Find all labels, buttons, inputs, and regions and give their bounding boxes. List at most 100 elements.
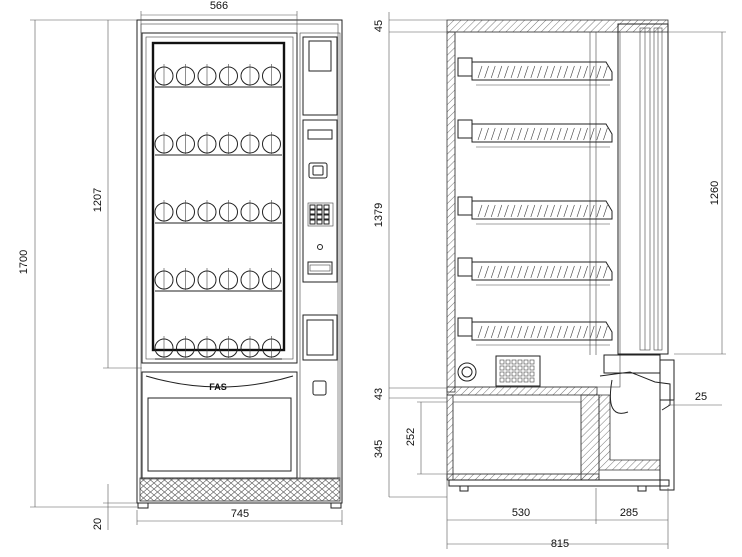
board-grid — [499, 359, 535, 383]
board-cell — [523, 371, 529, 377]
spiral-turn — [497, 265, 503, 279]
spiral-turn — [576, 127, 582, 141]
dim-lower-height: 345 — [373, 440, 385, 458]
board-cell — [499, 371, 505, 377]
spiral-turn — [530, 265, 536, 279]
board-cell — [505, 371, 511, 377]
side-base-rail — [448, 479, 670, 487]
front-foot-left — [137, 502, 149, 509]
spiral-turn — [556, 65, 562, 79]
spiral-turn — [589, 325, 595, 339]
coin-return-button — [317, 244, 323, 250]
rear-wall — [446, 31, 456, 393]
spiral-turn — [537, 65, 542, 79]
mid-divider — [446, 386, 598, 396]
spiral-turn — [517, 65, 522, 79]
spiral-turn — [517, 127, 522, 141]
side-shelves — [457, 57, 613, 346]
glass-door — [141, 32, 298, 364]
spiral-turn — [497, 127, 503, 141]
front-kick-panel — [659, 399, 675, 491]
spiral-turn — [543, 204, 549, 218]
spiral-turn — [530, 65, 536, 79]
spiral-turn — [583, 204, 588, 218]
side-foot-rear — [459, 485, 469, 492]
board-cell — [523, 377, 529, 383]
spiral-turn — [550, 65, 555, 79]
keypad-key — [309, 219, 316, 225]
spiral-turn — [589, 204, 595, 218]
delivery-flap-curve — [145, 375, 294, 388]
keypad-key — [316, 209, 323, 215]
board-cell — [511, 359, 517, 365]
board-cell — [517, 371, 523, 377]
spiral-turn — [523, 265, 529, 279]
lower-front-wall — [580, 394, 600, 481]
side-view — [446, 19, 675, 492]
board-cell — [505, 359, 511, 365]
front-cabinet — [136, 19, 343, 504]
side-foot-front — [637, 485, 647, 492]
spiral-turn — [570, 204, 575, 218]
spiral-turn — [543, 65, 549, 79]
spiral-turn — [497, 325, 503, 339]
spiral-turn — [477, 65, 483, 79]
note-slot — [309, 264, 331, 272]
spiral-turn — [504, 265, 509, 279]
bottom-grille — [139, 477, 341, 502]
spiral-turn — [517, 325, 522, 339]
keypad — [307, 202, 334, 227]
spiral-turn — [583, 265, 588, 279]
keypad-key — [309, 214, 316, 220]
upper-display-panel — [302, 36, 338, 116]
spiral-turn — [596, 325, 602, 339]
keypad-key — [323, 214, 330, 220]
lower-rear-wall — [446, 394, 454, 481]
spiral-turn — [530, 204, 536, 218]
dim-top-width: 566 — [210, 0, 228, 12]
spiral-turn — [477, 127, 483, 141]
delivery-bin — [598, 394, 661, 471]
spiral-turn — [543, 265, 549, 279]
keypad-key — [316, 214, 323, 220]
spiral-turn — [583, 65, 588, 79]
spiral-turn — [603, 204, 608, 218]
delivery-opening — [147, 397, 292, 472]
spiral-turn — [530, 127, 536, 141]
board-cell — [517, 365, 523, 371]
keypad-key — [309, 204, 316, 210]
dim-mid-offset: 43 — [373, 388, 385, 400]
control-column — [299, 32, 341, 479]
spiral-turn — [589, 65, 595, 79]
spiral-turn — [484, 65, 489, 79]
dim-depth-inner: 530 — [512, 507, 530, 519]
note-acceptor — [307, 261, 333, 275]
spiral-turn — [510, 204, 516, 218]
spiral-turn — [510, 65, 516, 79]
spiral-turn — [484, 265, 489, 279]
spiral-turn — [596, 65, 602, 79]
spiral-turn — [550, 127, 555, 141]
motor — [457, 362, 477, 382]
flap-housing — [603, 354, 661, 374]
door-profile — [617, 23, 669, 355]
spiral-turn — [497, 65, 503, 79]
spiral-turn — [517, 204, 522, 218]
spiral-turn — [484, 127, 489, 141]
shelf-tray — [471, 200, 613, 220]
spiral-turn — [576, 65, 582, 79]
board-cell — [499, 359, 505, 365]
front-cabinet-inner — [140, 23, 339, 480]
keypad-key — [323, 204, 330, 210]
spiral-turn — [490, 325, 496, 339]
spiral-turn — [563, 65, 569, 79]
front-view: FAS — [136, 19, 343, 509]
spiral-turn — [523, 65, 529, 79]
coin-mechanism — [308, 162, 328, 179]
lower-display-panel — [302, 314, 338, 361]
spiral-turn — [530, 325, 536, 339]
spiral-turn — [563, 127, 569, 141]
shelf-motor — [457, 196, 473, 216]
spiral-turn — [537, 127, 542, 141]
